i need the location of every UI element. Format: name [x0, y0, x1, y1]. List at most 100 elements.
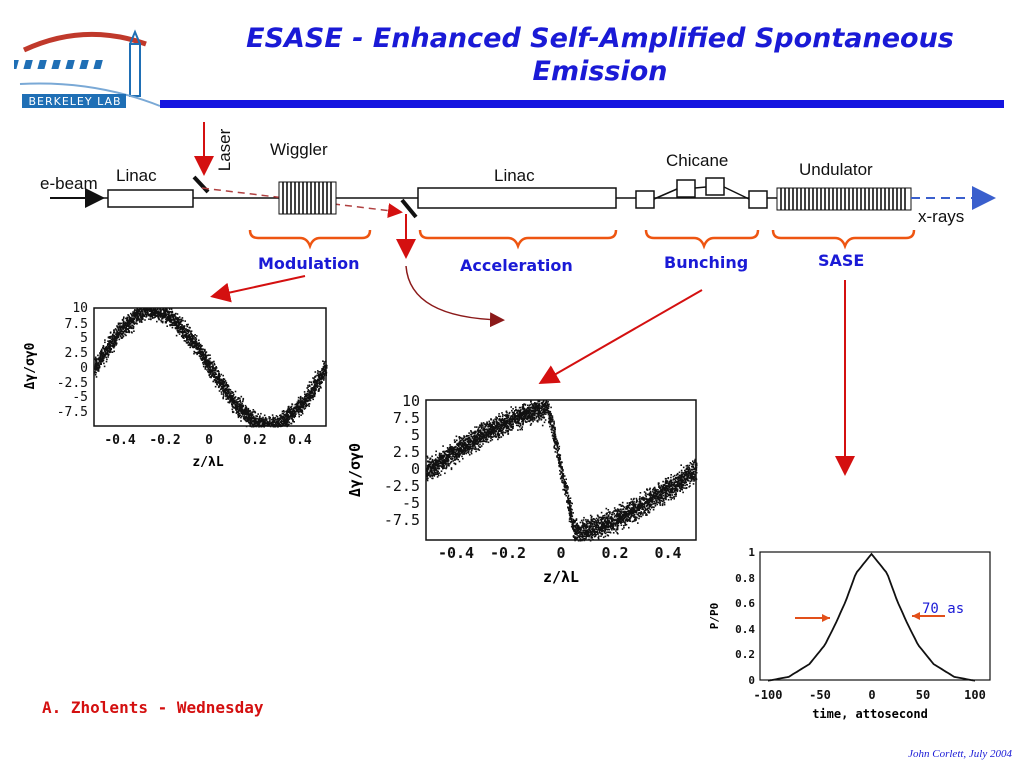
data-point	[227, 385, 230, 388]
data-point	[290, 422, 293, 425]
data-point	[206, 354, 209, 357]
data-point	[548, 405, 550, 408]
modulation-phase-space-plot: 10 7.5 5 2.5 0 -2.5 -5 -7.5 -0.4 -0.2 0 …	[23, 301, 328, 470]
data-point	[322, 368, 324, 371]
data-point	[307, 397, 310, 400]
data-point	[680, 469, 683, 472]
data-point	[252, 409, 255, 411]
data-point	[619, 515, 621, 517]
data-point	[194, 351, 196, 354]
data-point	[296, 404, 298, 407]
data-point	[460, 447, 462, 450]
data-point	[164, 316, 167, 318]
data-point	[182, 330, 185, 333]
data-point	[223, 382, 226, 384]
data-point	[109, 343, 112, 346]
data-point	[94, 371, 97, 373]
data-point	[560, 467, 563, 469]
data-point	[242, 400, 244, 403]
data-point	[538, 408, 541, 411]
x-tick: -0.4	[438, 544, 474, 562]
data-point	[322, 372, 325, 375]
undulator-label: Undulator	[799, 160, 873, 179]
data-point	[214, 372, 216, 375]
data-point	[185, 329, 188, 332]
data-point	[274, 418, 277, 421]
data-point	[314, 384, 317, 386]
data-point	[122, 332, 125, 334]
data-point	[602, 515, 604, 517]
data-point	[306, 387, 308, 389]
data-point	[564, 493, 566, 496]
data-point	[146, 310, 149, 313]
data-point	[324, 367, 327, 369]
data-point	[181, 327, 184, 329]
data-point	[119, 328, 122, 331]
data-point	[536, 420, 539, 423]
undulator	[776, 187, 912, 211]
y-tick: 5	[411, 426, 420, 444]
data-point	[627, 505, 629, 507]
data-point	[190, 333, 193, 336]
data-point	[223, 390, 226, 392]
data-point	[272, 418, 275, 420]
data-point	[195, 335, 198, 337]
data-point	[435, 469, 438, 471]
data-point	[259, 419, 261, 422]
data-point	[141, 314, 144, 316]
data-point	[474, 430, 476, 433]
data-point	[205, 360, 208, 363]
y-tick: 0	[411, 460, 420, 478]
data-point	[217, 370, 219, 372]
data-point	[252, 411, 255, 413]
data-point	[204, 368, 207, 370]
data-point	[105, 348, 107, 351]
data-point	[106, 348, 109, 350]
data-point	[591, 520, 594, 522]
data-point	[122, 319, 124, 322]
data-point	[94, 374, 97, 376]
data-point	[96, 358, 98, 360]
data-point	[448, 449, 451, 452]
data-point	[182, 325, 185, 327]
data-point	[530, 410, 533, 413]
data-point	[94, 365, 97, 367]
data-point	[182, 319, 184, 322]
data-point	[161, 316, 163, 319]
data-point	[178, 319, 180, 321]
data-point	[114, 331, 116, 334]
data-point	[188, 334, 191, 336]
data-point	[321, 378, 324, 380]
data-point	[309, 394, 311, 397]
data-point	[676, 473, 679, 475]
data-point	[300, 409, 303, 411]
data-point	[474, 448, 477, 450]
data-point	[151, 309, 153, 311]
data-point	[570, 513, 573, 516]
data-point	[455, 445, 457, 448]
data-point	[551, 427, 553, 430]
data-point	[323, 366, 326, 368]
data-point	[538, 417, 541, 420]
data-point	[215, 373, 217, 376]
data-point	[119, 335, 122, 337]
data-point	[544, 407, 546, 409]
data-point	[105, 350, 107, 352]
stage-brackets	[248, 229, 916, 250]
data-point	[584, 537, 586, 540]
data-point	[174, 324, 177, 326]
data-point	[231, 403, 233, 406]
data-point	[647, 511, 649, 514]
y-tick: -5	[402, 494, 420, 512]
data-point	[323, 361, 326, 363]
data-point	[258, 418, 261, 420]
data-point	[119, 325, 122, 327]
data-point	[690, 477, 693, 479]
data-point	[636, 500, 638, 502]
data-point	[177, 331, 179, 333]
data-point	[604, 532, 607, 535]
data-point	[130, 320, 133, 322]
data-point	[101, 355, 103, 357]
data-point	[251, 425, 253, 428]
data-point	[475, 448, 478, 450]
